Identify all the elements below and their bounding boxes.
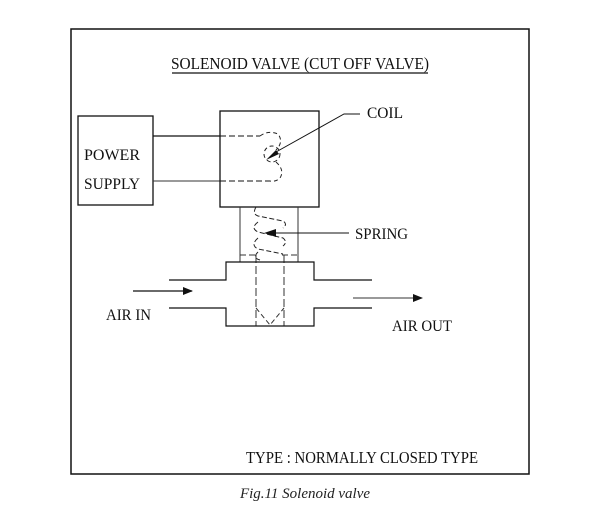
coil-icon [259, 131, 283, 182]
coil-label: COIL [367, 105, 403, 122]
plunger [255, 255, 285, 326]
power-supply-label-line2: SUPPLY [84, 176, 140, 193]
coil-pointer-arrowhead [266, 150, 279, 160]
power-supply-label-line1: POWER [84, 147, 140, 164]
spring-pointer-arrowhead [264, 229, 276, 237]
power-supply-box [77, 115, 154, 206]
power-supply-block: POWER SUPPLY [77, 115, 154, 206]
diagram-title: SOLENOID VALVE (CUT OFF VALVE) [171, 54, 429, 73]
spring-label: SPRING [355, 226, 408, 243]
spring-tube [239, 207, 299, 262]
air-out-label: AIR OUT [392, 318, 452, 335]
coil-wires [153, 135, 270, 182]
figure-caption: Fig.11 Solenoid valve [239, 486, 371, 502]
valve-type-note: TYPE : NORMALLY CLOSED TYPE [246, 448, 478, 467]
valve-body [169, 261, 372, 327]
solenoid-housing [219, 110, 320, 208]
air-in-label: AIR IN [106, 307, 151, 324]
coil-leader-line [275, 113, 360, 153]
diagram-frame [70, 28, 530, 475]
